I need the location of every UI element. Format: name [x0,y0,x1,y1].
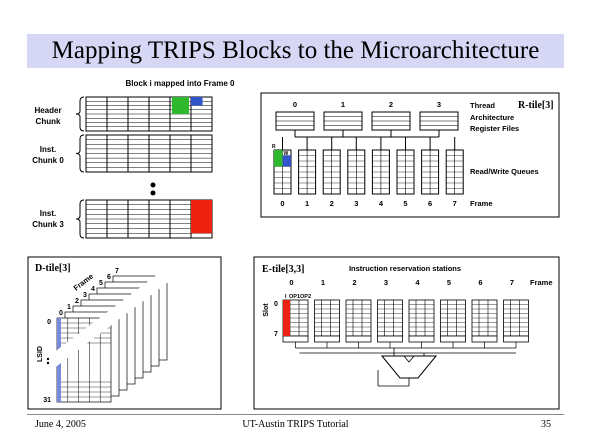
rs-output [282,335,309,343]
inst-chunk0-label-1: Inst. [40,145,56,154]
rtile-frame-number: 4 [379,199,384,208]
write-marker: W [284,151,289,157]
alu-notch [403,355,415,363]
dtile-frame-number: 3 [83,292,87,299]
col-label-i: I [285,294,287,300]
slot-last: 7 [274,331,278,338]
rtile-diagram: 0 1 2 3 0 1 2 3 4 5 6 7 R W [272,100,464,208]
rtile-frame-number: 2 [330,199,334,208]
dtile-row-first: 0 [47,319,51,326]
footer-rule [27,414,564,415]
etile-frame-label: Frame [530,278,553,287]
rtile-thread-number: 1 [341,100,345,109]
rtile-frame-number: 7 [453,199,457,208]
read-queue-green [274,150,283,167]
etile-frame-number: 6 [478,278,482,287]
dtile-gap [56,261,174,367]
dtile-title: D-tile[3] [35,263,71,274]
dtile-frame-number: 4 [91,286,95,293]
header-chunk-label-2: Chunk [36,117,61,126]
header-chunk-brace [75,96,85,132]
header-chunk-label-1: Header [34,106,61,115]
header-green-cells [172,97,189,114]
inst-chunk3-brace [75,199,85,239]
footer-date: June 4, 2005 [35,419,86,430]
frame0-instruction-red [283,300,290,336]
dtile-dot [46,361,50,365]
title-bar [27,34,564,68]
rtile-frame-label: Frame [470,199,493,208]
footer-page-number: 35 [541,419,551,430]
col-label-op1: OP1 [289,294,300,300]
rs-output [471,335,498,343]
dtile-frame-number: 2 [75,298,79,305]
rtile-thread-number: 0 [293,100,297,109]
etile-heading: Instruction reservation stations [349,264,461,273]
header-blue-cells [191,97,203,106]
rs-output [408,335,435,343]
inst-chunk0-label-2: Chunk 0 [32,156,64,165]
rtile-arf-label-2: Register Files [470,124,519,133]
rtile-frame-number: 5 [403,199,407,208]
alu-shape [380,355,438,379]
chunk3-red-cells [191,200,212,234]
frame-grids [75,96,213,239]
footer-title: UT-Austin TRIPS Tutorial [242,419,349,430]
slide-title: Mapping TRIPS Blocks to the Microarchite… [51,37,540,64]
etile-frame-number: 0 [289,278,293,287]
rs-output [440,335,466,343]
read-marker: R [272,144,276,150]
inst-chunk3-label-1: Inst. [40,209,56,218]
rtile-thread-label: Thread [470,101,495,110]
etile-frame-number: 4 [415,278,420,287]
rtile-frame-number: 3 [354,199,358,208]
etile-frame-number: 2 [352,278,356,287]
rtile-thread-number: 2 [389,100,393,109]
etile-frame-number: 3 [384,278,388,287]
rtile-arf-label-1: Architecture [470,113,514,122]
dtile-frame-number: 5 [99,280,103,287]
rtile-title: R-tile[3] [518,100,554,111]
rtile-frame-number: 1 [305,199,309,208]
rs-output [503,335,529,343]
slot-label: Slot [263,303,270,317]
frame-labels: Header Chunk Inst. Chunk 0 Inst. Chunk 3 [32,106,64,229]
col-label-op2: OP2 [300,294,311,300]
inst-chunk3-label-2: Chunk 3 [32,220,64,229]
slot-first: 0 [274,301,278,308]
dtile-row-last: 31 [43,397,51,404]
write-queue-blue [282,155,291,167]
etile-frame-number: 7 [510,278,514,287]
etile-frame-number: 1 [321,278,325,287]
etile-title: E-tile[3,3] [262,264,305,275]
rtile-rw-label: Read/Write Queues [470,167,539,176]
ellipsis-dots [150,182,156,196]
dtile-frame-number: 7 [115,268,119,275]
dtile-frame-number: 1 [67,304,71,311]
rs-output [345,335,372,343]
rtile-frame-number: 6 [428,199,432,208]
dtile-frame-number: 0 [59,310,63,317]
dtile-dot [46,357,50,361]
rtile-frame-number: 0 [280,199,284,208]
rtile-thread-number: 3 [437,100,441,109]
dtile-lsid-label: LSID [37,346,44,362]
inst-chunk0-brace [75,134,85,173]
etile-frame-number: 5 [447,278,451,287]
rs-output [377,335,403,343]
dtile-frame-number: 6 [107,274,111,281]
rs-output [314,335,340,343]
frame-heading: Block i mapped into Frame 0 [126,79,235,88]
